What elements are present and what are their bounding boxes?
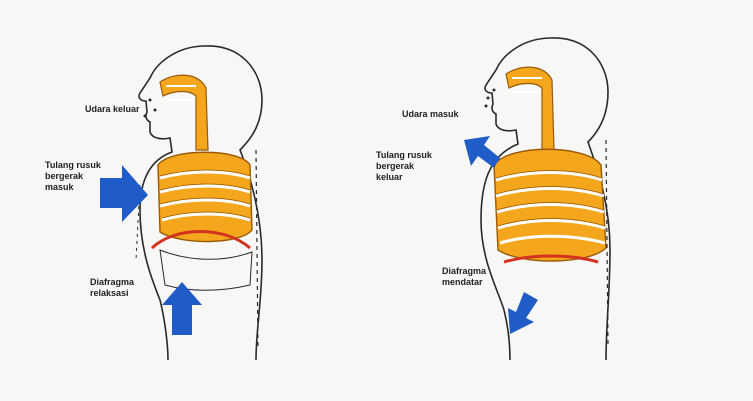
label-diaphragm-relax: Diafragma relaksasi [90,277,134,299]
label-air-in: Udara masuk [402,109,459,120]
arrow-outward-icon [464,136,500,168]
label-ribs-out: Tulang rusuk bergerak keluar [376,150,432,183]
inhalation-illustration [376,0,753,401]
label-air-out: Udara keluar [85,104,140,115]
exhalation-illustration [0,0,376,401]
label-diaphragm-flat: Diafragma mendatar [442,266,486,288]
inhalation-panel: Udara masuk Tulang rusuk bergerak keluar… [376,0,753,401]
airway [506,67,554,150]
arrow-down-icon [508,292,538,334]
lungs [158,152,252,241]
spine [256,150,258,350]
label-ribs-in: Tulang rusuk bergerak masuk [45,160,101,193]
exhalation-panel: Udara keluar Tulang rusuk bergerak masuk… [0,0,376,401]
abdomen-organs [160,250,252,290]
